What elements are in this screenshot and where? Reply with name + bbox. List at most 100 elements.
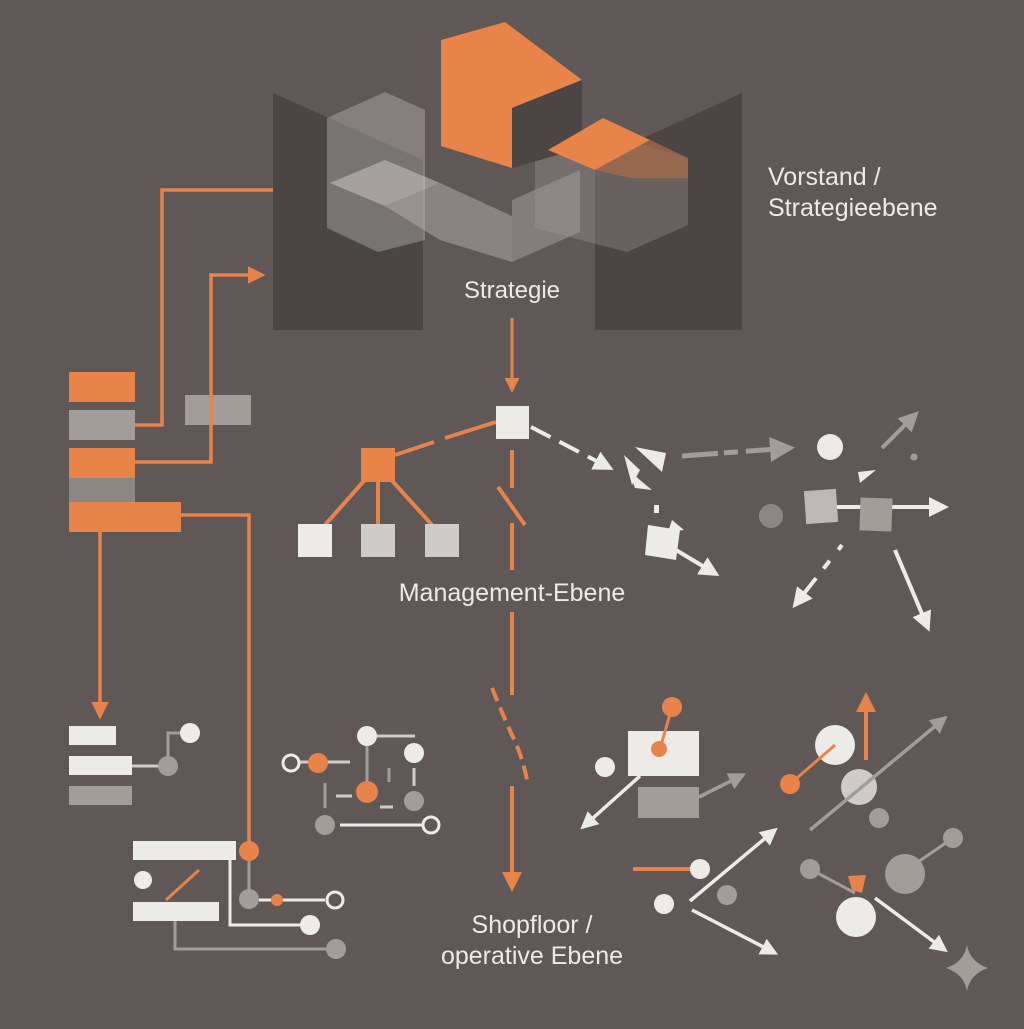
- task-bar-2: [69, 756, 132, 775]
- shard-3: [628, 470, 652, 490]
- operative-scatter: [580, 692, 988, 991]
- top-node: [496, 406, 529, 439]
- task-node-gray: [158, 756, 178, 776]
- circuit-ring-1: [281, 753, 301, 773]
- management-level-label: Management-Ebene: [398, 579, 626, 607]
- op-arrow-right: [698, 773, 747, 799]
- connector-to-strategy: [135, 188, 273, 427]
- stack-bar-1: [69, 372, 135, 402]
- arrow-chaos-out: [674, 548, 720, 577]
- op-dot-white: [595, 757, 615, 777]
- circuit-node-white-2: [404, 743, 424, 763]
- gray-arrow-up-right: [880, 411, 919, 450]
- circuit-ring-2: [421, 815, 441, 835]
- cluster-link: [809, 867, 856, 895]
- fork-node-white-2: [654, 894, 674, 914]
- dashed-gray-arrow: [681, 437, 795, 462]
- stack-bar-3: [69, 448, 135, 478]
- lever: [164, 868, 201, 902]
- dashed-arrow-to-chaos: [530, 425, 614, 470]
- task-bar-1: [69, 726, 116, 745]
- orange-cube-small: [548, 118, 650, 170]
- op-card-gray: [638, 787, 699, 818]
- vertical-dash-broken: [496, 485, 527, 527]
- gray-square-1: [803, 488, 839, 525]
- task-bar-3: [69, 786, 132, 805]
- team-node-1: [298, 524, 332, 557]
- circuit-node-orange-1: [308, 753, 328, 773]
- board-level-label: Vorstand / Strategieebene: [768, 162, 938, 225]
- machine-link-white: [228, 860, 310, 927]
- circuit-node-gray-2: [315, 815, 335, 835]
- org-tree: [298, 406, 614, 570]
- disrupted-flow-cluster: [624, 411, 949, 632]
- glass-block-center: [440, 170, 580, 262]
- machine-link-gray: [173, 921, 336, 951]
- task-node-white: [180, 723, 200, 743]
- op-arrow-down-left: [580, 774, 642, 830]
- circuit-node-white-1: [357, 726, 377, 746]
- stack-bar-2: [69, 410, 135, 440]
- junction-ring: [325, 890, 345, 910]
- circuit-node-gray-1: [404, 791, 424, 811]
- glass-cube-left: [327, 92, 425, 252]
- strategy-block: [273, 22, 742, 330]
- stack-bar-5: [69, 502, 181, 532]
- glass-cube-middle-top: [330, 160, 440, 206]
- circuit-network: [281, 726, 441, 835]
- small-gray-node: [869, 808, 889, 828]
- team-node-2: [361, 524, 395, 557]
- long-gray-arrow: [808, 715, 948, 832]
- junction-orange: [239, 841, 259, 861]
- strategy-panel-left: [273, 93, 423, 330]
- machine-bar-bottom: [133, 902, 219, 921]
- floating-gray-block: [185, 395, 251, 425]
- manager-node: [361, 448, 395, 482]
- dot-small: [910, 453, 918, 461]
- gray-square-2: [859, 497, 893, 532]
- arrow-down-right: [893, 549, 931, 632]
- orange-wedge: [848, 875, 866, 893]
- hub-orange-node: [780, 774, 800, 794]
- tree-link-dash-1: [394, 440, 435, 457]
- glass-cube-middle: [385, 183, 512, 262]
- strategy-label: Strategie: [463, 277, 561, 304]
- op-pin-bottom: [651, 741, 667, 757]
- wedge: [858, 470, 876, 483]
- junction-gray: [239, 889, 259, 909]
- shopfloor-line-2: operative Ebene: [440, 942, 624, 971]
- shopfloor-line-1: Shopfloor /: [471, 911, 593, 939]
- cluster-arrow: [873, 896, 948, 953]
- machine-node-gray: [326, 939, 346, 959]
- fork-node-white-1: [690, 859, 710, 879]
- connector-down-to-shopfloor: [181, 513, 251, 843]
- task-list-cluster: [69, 723, 200, 805]
- fork-arrow-up: [688, 827, 778, 903]
- cluster-gray-node-right: [943, 828, 963, 848]
- orange-cube-top: [441, 22, 582, 168]
- shard-2: [635, 447, 666, 472]
- junction-orange-small: [271, 894, 283, 906]
- stack-bar-4: [69, 478, 135, 502]
- orange-cube-small-face: [595, 140, 688, 178]
- shopfloor-level-label: Shopfloor / operative Ebene: [392, 910, 672, 973]
- team-node-3: [425, 524, 459, 557]
- cluster-big-gray: [885, 854, 925, 894]
- left-process-stack: [69, 188, 273, 843]
- shard-block: [645, 525, 680, 560]
- broken-dashed-curve: [490, 687, 529, 781]
- fork-node-gray: [717, 885, 737, 905]
- tree-link-dash-2: [444, 420, 497, 440]
- indicator-bulb: [134, 871, 152, 889]
- circuit-node-orange-2: [356, 781, 378, 803]
- sparkle-icon: [946, 945, 988, 991]
- shard-4: [654, 505, 659, 513]
- board-level-line-2: Strategieebene: [768, 194, 938, 223]
- shard-small: [668, 520, 684, 532]
- machine-bar-top: [133, 841, 236, 860]
- fork-arrow-down: [691, 908, 779, 955]
- node-circle-white: [817, 434, 843, 460]
- connector-arrow-to-strategy: [135, 266, 266, 464]
